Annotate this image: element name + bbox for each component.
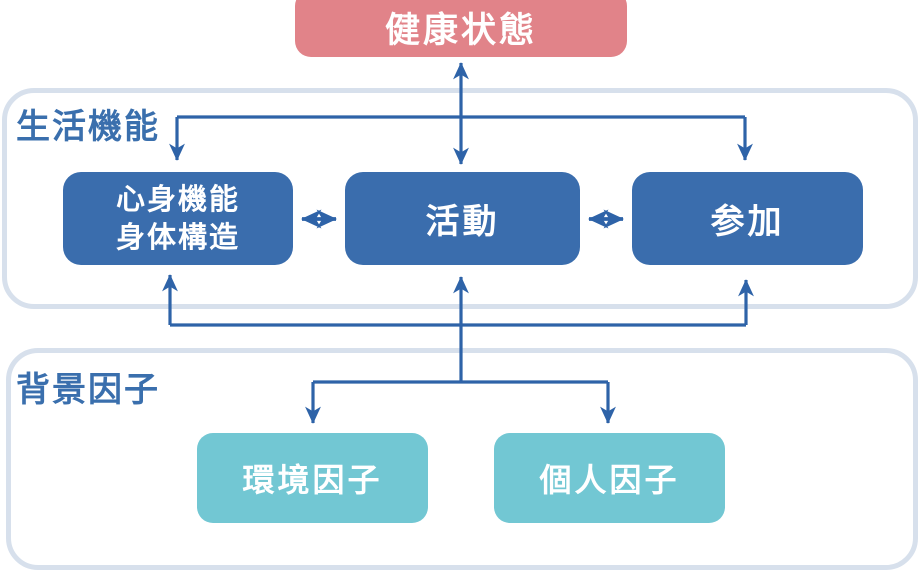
participation-label: 参加 — [710, 202, 785, 242]
activity-label: 活動 — [425, 202, 500, 242]
personal-factors-label: 個人因子 — [539, 461, 680, 499]
participation-box: 参加 — [632, 172, 863, 265]
environmental-factors-box: 環境因子 — [197, 433, 428, 523]
background-factors-label: 背景因子 — [16, 370, 160, 410]
health-status-box: 健康状態 — [295, 0, 627, 57]
health-status-label: 健康状態 — [384, 11, 537, 51]
activity-box: 活動 — [345, 172, 580, 265]
environmental-factors-label: 環境因子 — [242, 461, 383, 499]
body-functions-structures-box: 心身機能 身体構造 — [63, 172, 293, 265]
life-functions-label: 生活機能 — [16, 107, 160, 147]
personal-factors-box: 個人因子 — [494, 433, 725, 523]
body-functions-label-line2: 身体構造 — [115, 219, 240, 254]
body-functions-label-line1: 心身機能 — [115, 181, 240, 216]
